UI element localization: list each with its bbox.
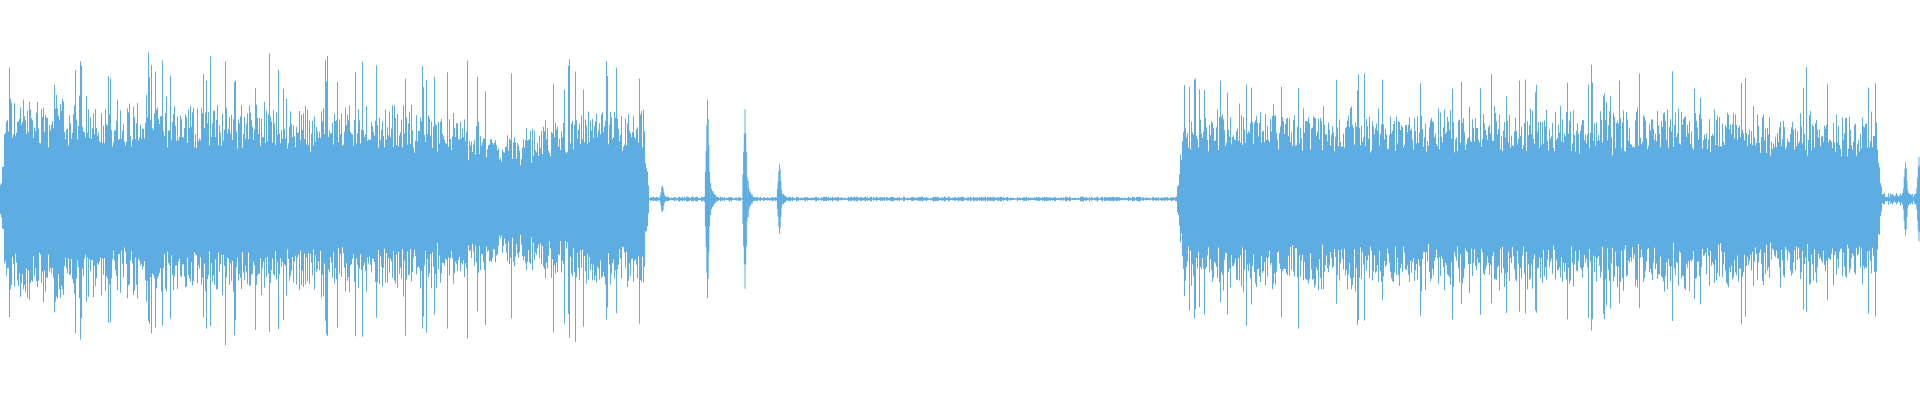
waveform-samples: [0, 52, 1920, 346]
waveform-transient: [742, 109, 756, 289]
waveform-transient: [776, 164, 791, 234]
waveform-transient: [659, 185, 674, 213]
waveform-transient: [1903, 162, 1917, 236]
waveform-transient: [704, 99, 719, 299]
waveform-transient: [1916, 156, 1920, 242]
waveform-samples-path: [0, 52, 1920, 346]
